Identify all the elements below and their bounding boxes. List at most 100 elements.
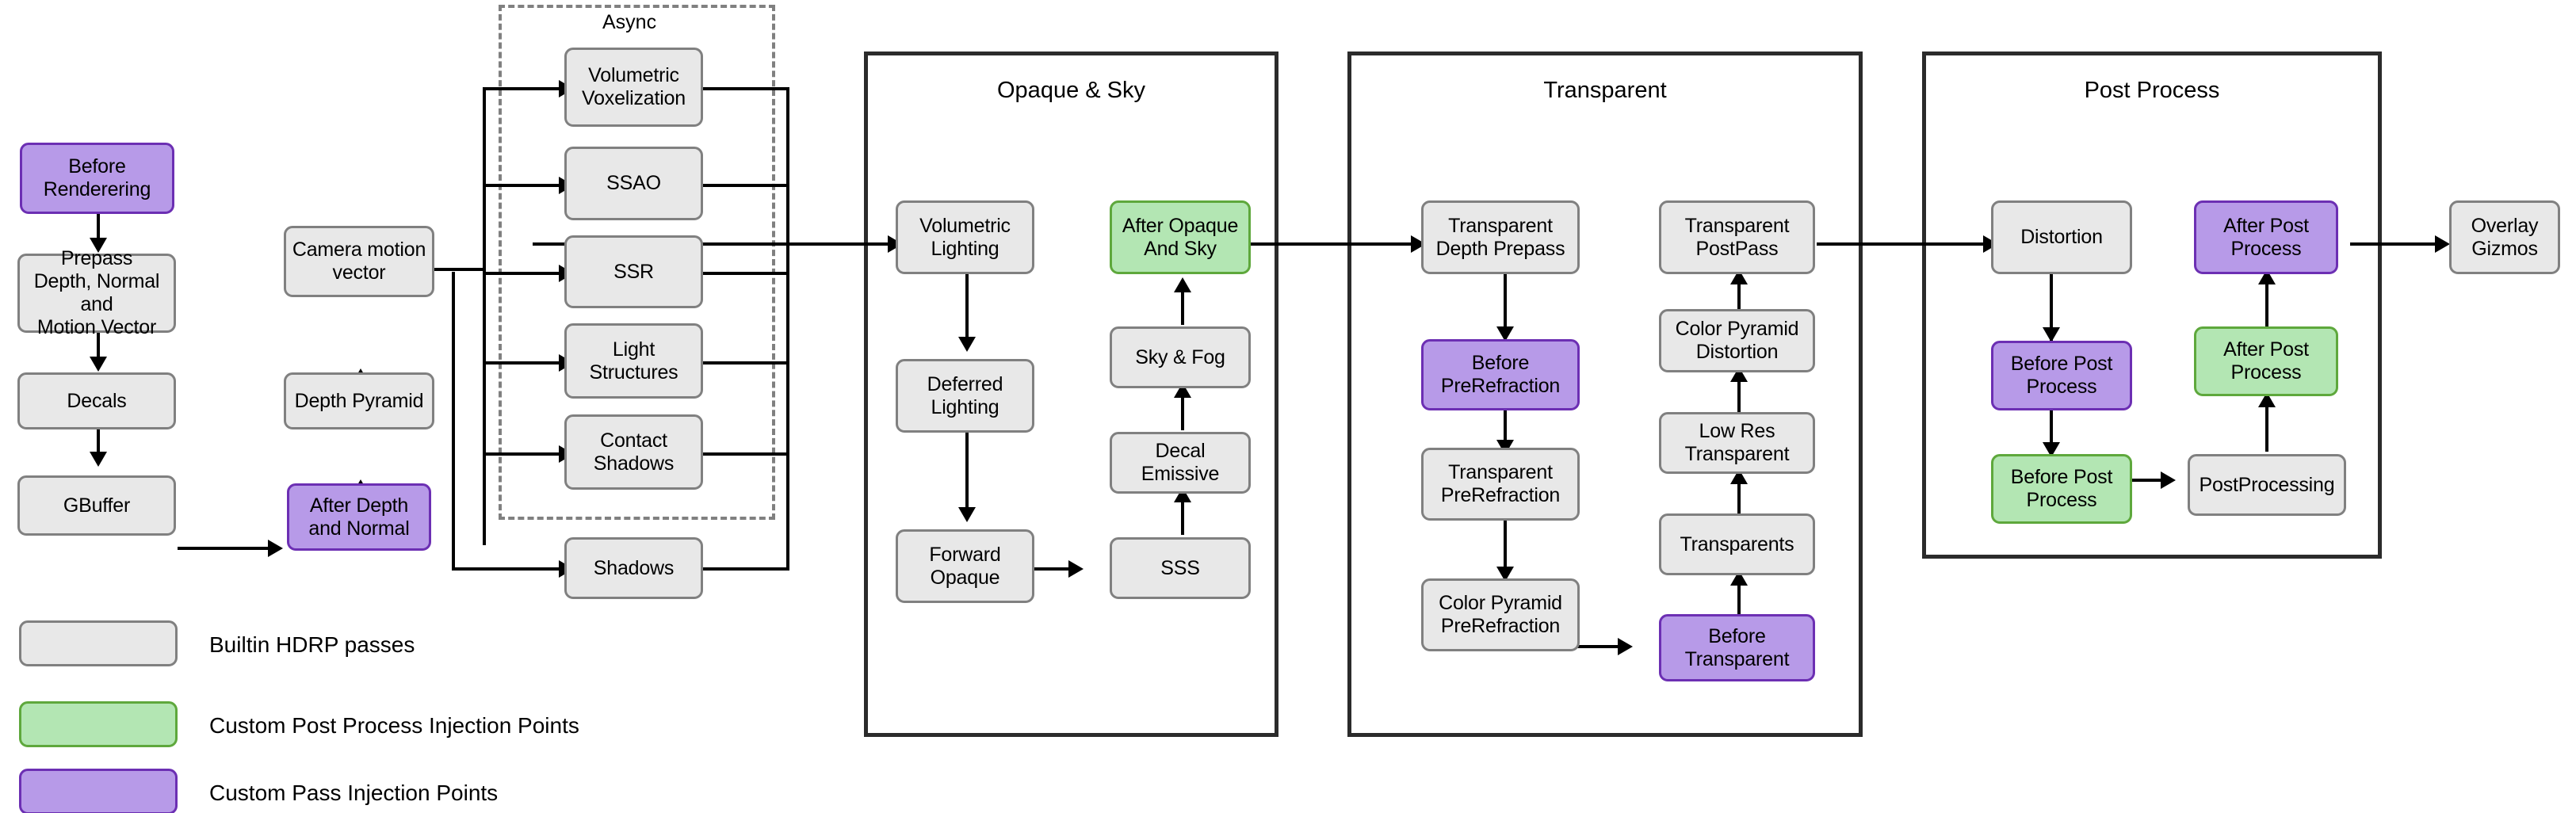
node-ssao[interactable]: SSAO [564, 147, 703, 220]
arrowhead-postprocessing [2161, 471, 2176, 489]
legend-label-custom-pass: Custom Pass Injection Points [209, 781, 499, 805]
legend-label-builtin: Builtin HDRP passes [209, 632, 415, 657]
node-depth-pyramid[interactable]: Depth Pyramid [284, 372, 434, 429]
connector-postprocessing-to-after-pp-pp [2265, 396, 2268, 452]
legend-swatch-custom-post-process [19, 701, 178, 747]
connector-tdp-to-before-prerefraction [1504, 273, 1507, 339]
arrowhead-gbuffer [90, 452, 107, 467]
connector-before-pp-pass-to-before-pp-pp [2050, 392, 2053, 454]
node-ssr[interactable]: SSR [564, 235, 703, 308]
connector-bus-to-light-structures [483, 361, 562, 365]
arrowhead-before-prerefraction [1496, 326, 1514, 342]
node-transparents[interactable]: Transparents [1659, 513, 1815, 575]
connector-trunk-to-opaque-sky [533, 242, 897, 246]
connector-bus-riser-voxelization [483, 87, 486, 269]
node-gbuffer[interactable]: GBuffer [17, 475, 176, 536]
connector-bus-to-ssao [483, 184, 562, 187]
node-decals[interactable]: Decals [17, 372, 176, 429]
arrowhead-decals [90, 357, 107, 372]
connector-sky-fog-to-after-opaque [1181, 281, 1184, 325]
arrowhead-forward-opaque [958, 507, 976, 522]
connector-transparent-to-post-process [1817, 242, 1991, 246]
arrowhead-before-post-process-pass [2043, 327, 2060, 342]
legend-swatch-builtin [19, 620, 178, 666]
connector-left-bus-to-shadows-riser [452, 272, 455, 571]
arrowhead-sss [1068, 560, 1084, 578]
connector-opaque-sky-to-transparent [1236, 242, 1419, 246]
arrowhead-color-pyramid-prerefraction [1496, 567, 1514, 582]
arrowhead-deferred-lighting [958, 337, 976, 352]
connector-transparent-prerefraction-to-color-pyramid [1504, 513, 1507, 578]
node-distortion[interactable]: Distortion [1991, 200, 2132, 274]
connector-volumetric-lighting-to-deferred [965, 273, 969, 349]
arrowhead-before-transparent [1618, 638, 1633, 655]
connector-ssao-out [701, 184, 789, 187]
node-sky-and-fog[interactable]: Sky & Fog [1110, 326, 1251, 388]
arrowhead-overlay-gizmos [2435, 235, 2450, 253]
post-process-group-frame [1922, 52, 2382, 559]
opaque-sky-group-frame [864, 52, 1278, 737]
connector-ssr-out [701, 272, 789, 275]
connector-shadows-out [701, 567, 789, 571]
connector-shadows-riser [786, 242, 789, 569]
connector-voxelization-out [701, 87, 789, 90]
arrowhead-prepass [90, 238, 107, 253]
arrowhead-before-post-process-pp [2043, 442, 2060, 457]
arrowhead-after-opaque-and-sky [1174, 277, 1191, 292]
node-shadows[interactable]: Shadows [564, 537, 703, 599]
connector-decal-emissive-to-sky-fog [1181, 387, 1184, 430]
connector-decals-to-gbuffer [97, 428, 100, 464]
opaque-sky-group-title: Opaque & Sky [997, 78, 1145, 103]
legend-label-custom-post-process: Custom Post Process Injection Points [209, 713, 579, 738]
connector-deferred-to-forward-opaque [965, 432, 969, 519]
connector-transparents-to-low-res [1737, 473, 1741, 514]
node-postprocessing[interactable]: PostProcessing [2188, 454, 2346, 516]
connector-before-pp-pp-to-postprocessing [2123, 479, 2165, 482]
connector-before-transparent-to-transparents [1737, 574, 1741, 614]
connector-before-prerefraction-to-transparent-prerefraction [1504, 392, 1507, 452]
connector-distortion-to-before-post-process-pass [2050, 273, 2053, 341]
connector-low-res-to-color-pyramid-distortion [1737, 371, 1741, 412]
legend-swatch-custom-pass [19, 769, 178, 813]
connector-bus-to-ssr [483, 272, 562, 275]
connector-after-post-process-to-overlay-gizmos [2350, 242, 2441, 246]
connector-light-structures-out [701, 361, 789, 365]
connector-sss-to-decal-emissive [1181, 491, 1184, 535]
connector-bus-to-contact-shadows [483, 452, 562, 456]
connector-left-bus-to-shadows [452, 567, 563, 571]
connector-gbuffer-to-after-depth [178, 547, 271, 550]
transparent-group-frame [1347, 52, 1863, 737]
connector-forward-opaque-to-sss [1019, 567, 1072, 571]
connector-before-rendering-to-prepass [97, 214, 100, 250]
node-decal-emissive[interactable]: Decal Emissive [1110, 432, 1251, 494]
async-group-title: Async [602, 11, 657, 33]
node-sss[interactable]: SSS [1110, 537, 1251, 599]
arrowhead-after-depth-normal [268, 540, 283, 557]
connector-async-distribution-bus [483, 268, 486, 545]
